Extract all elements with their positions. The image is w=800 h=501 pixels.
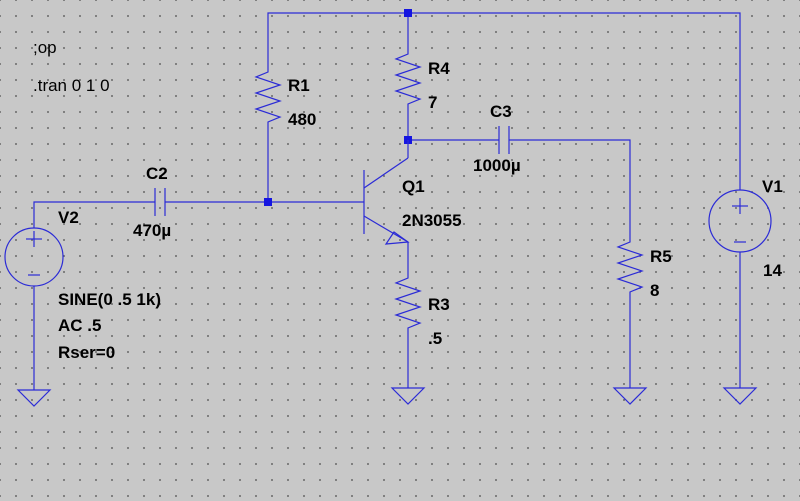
transistor-q1-symbol[interactable] bbox=[363, 140, 410, 245]
v2-name-label: V2 bbox=[58, 208, 79, 227]
c2-name-label: C2 bbox=[146, 164, 168, 183]
voltage-source-v2-symbol[interactable] bbox=[4, 227, 64, 287]
voltage-source-v1-symbol[interactable] bbox=[708, 180, 772, 262]
ground-v1-icon bbox=[722, 387, 758, 405]
ground-v2-icon bbox=[16, 389, 52, 407]
r4-name-label: R4 bbox=[428, 59, 450, 78]
r1-name-label: R1 bbox=[288, 76, 310, 95]
junction-base bbox=[264, 198, 272, 206]
resistor-r3-symbol[interactable] bbox=[394, 270, 422, 334]
v2-param-sine: SINE(0 .5 1k) bbox=[58, 290, 161, 309]
v1-value-label: 14 bbox=[763, 261, 782, 280]
r3-value-label: .5 bbox=[428, 329, 442, 348]
r4-value-label: 7 bbox=[428, 93, 437, 112]
directive-op[interactable]: ;op bbox=[33, 38, 57, 57]
r3-name-label: R3 bbox=[428, 295, 450, 314]
junction-top bbox=[404, 9, 412, 17]
junctions bbox=[264, 9, 412, 206]
capacitor-c2-symbol[interactable] bbox=[154, 188, 166, 216]
q1-value-label: 2N3055 bbox=[402, 211, 462, 230]
wire-v2-c2 bbox=[33, 201, 155, 228]
c2-value-label: 470µ bbox=[133, 221, 171, 240]
wire-top-rail bbox=[267, 12, 741, 180]
q1-name-label: Q1 bbox=[402, 177, 425, 196]
directive-tran[interactable]: .tran 0 1 0 bbox=[33, 76, 110, 95]
r5-name-label: R5 bbox=[650, 247, 672, 266]
wires bbox=[33, 12, 741, 390]
ground-r5-icon bbox=[612, 387, 648, 405]
resistor-r5-symbol[interactable] bbox=[616, 234, 644, 298]
r5-value-label: 8 bbox=[650, 281, 659, 300]
resistor-r1-symbol[interactable] bbox=[254, 64, 282, 128]
resistor-r4-symbol[interactable] bbox=[394, 46, 422, 110]
v1-name-label: V1 bbox=[762, 177, 783, 196]
ground-r3-icon bbox=[390, 387, 426, 405]
r1-value-label: 480 bbox=[288, 110, 316, 129]
c3-name-label: C3 bbox=[490, 102, 512, 121]
c3-value-label: 1000µ bbox=[473, 156, 521, 175]
capacitor-c3-symbol[interactable] bbox=[498, 126, 510, 154]
v2-param-ac: AC .5 bbox=[58, 316, 101, 335]
v2-param-rser: Rser=0 bbox=[58, 343, 115, 362]
wire-c3-r5 bbox=[509, 139, 631, 234]
